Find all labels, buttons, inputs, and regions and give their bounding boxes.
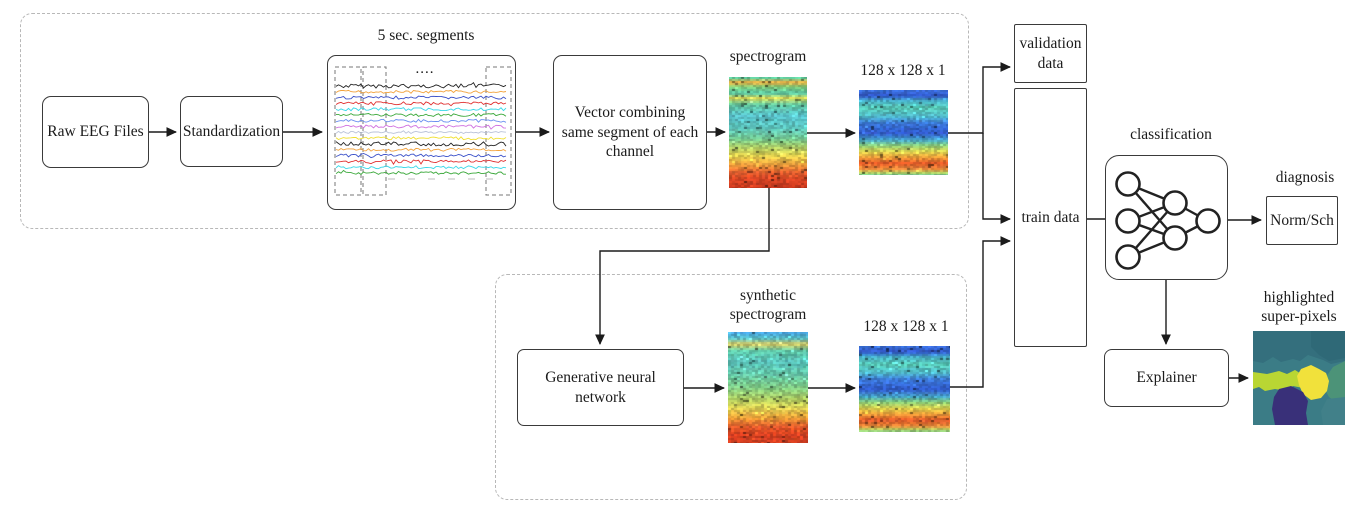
resized-synthetic-image xyxy=(859,346,950,432)
segments-dots: .... xyxy=(415,61,435,77)
generative-network-box: Generative neural network xyxy=(517,349,684,426)
diagnosis-result-label: Norm/Sch xyxy=(1270,211,1334,229)
spectrogram-image xyxy=(729,77,807,188)
eeg-segments-plot xyxy=(327,55,516,210)
validation-data-box: validation data xyxy=(1014,24,1087,83)
superpixels-image xyxy=(1253,331,1345,430)
size-top-label: 128 x 128 x 1 xyxy=(860,62,946,79)
neural-network-icon xyxy=(1115,170,1221,270)
explainer-label: Explainer xyxy=(1136,369,1197,387)
vector-combining-label: Vector combining same segment of each ch… xyxy=(561,104,699,161)
segments-label: 5 sec. segments xyxy=(377,27,475,44)
standardization-label: Standardization xyxy=(182,122,281,140)
standardization-box: Standardization xyxy=(180,96,283,167)
synthetic-spectrogram-label: synthetic spectrogram xyxy=(729,287,807,323)
classification-box xyxy=(1105,155,1228,280)
explainer-box: Explainer xyxy=(1104,349,1229,407)
arrow-resized-to-train xyxy=(982,133,1011,224)
diagnosis-result-box: Norm/Sch xyxy=(1266,196,1338,245)
size-bottom-label: 128 x 128 x 1 xyxy=(863,318,949,335)
resized-spectrogram-image xyxy=(859,90,948,175)
raw-eeg-files-box: Raw EEG Files xyxy=(42,96,149,168)
eeg-traces-image xyxy=(334,66,512,195)
classification-label: classification xyxy=(1130,126,1212,143)
raw-eeg-files-label: Raw EEG Files xyxy=(47,123,144,141)
generative-network-label: Generative neural network xyxy=(545,369,656,406)
validation-data-label: validation data xyxy=(1019,35,1082,72)
superpixels-label: highlighted super-pixels xyxy=(1261,289,1337,325)
train-data-box: train data xyxy=(1014,88,1087,347)
spectrogram-label: spectrogram xyxy=(729,48,807,65)
diagnosis-label: diagnosis xyxy=(1275,169,1335,186)
vector-combining-box: Vector combining same segment of each ch… xyxy=(553,55,707,210)
train-data-label: train data xyxy=(1021,208,1080,226)
synthetic-spectrogram-image xyxy=(728,332,808,443)
